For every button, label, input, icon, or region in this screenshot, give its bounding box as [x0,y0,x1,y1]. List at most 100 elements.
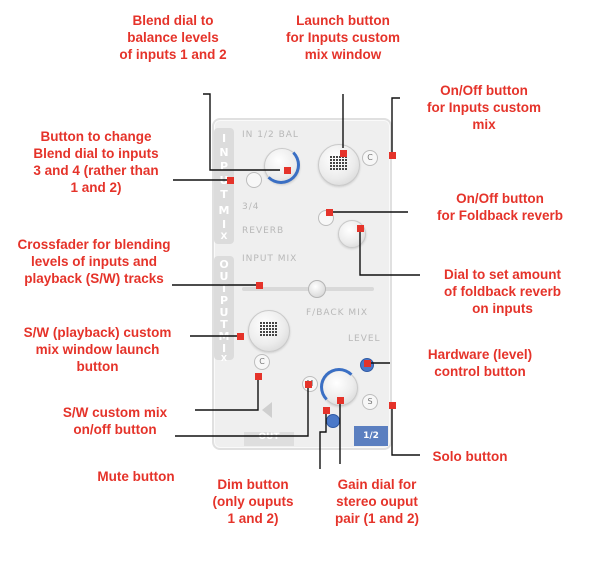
level-label: LEVEL [348,334,381,344]
marker-blend-34 [227,177,234,184]
mixer-panel: I N P U T M I X O U T P U T M I X IN 1/2… [212,118,392,450]
marker-crossfader [256,282,263,289]
input-strip-letter: I [221,218,227,231]
output-strip-letter: U [219,270,229,283]
output-mix-strip: O U T P U T M I X [214,256,234,363]
label-line: button [76,359,119,374]
label-line: playback (S/W) tracks [24,271,164,286]
in-bal-label: IN 1/2 BAL [242,130,299,140]
label-line: on/off button [73,422,157,437]
label-line: Blend dial to inputs [33,146,159,161]
label-blend-dial: Blend dial to balance levels of inputs 1… [108,12,238,63]
label-line: on inputs [472,301,533,316]
label-line: Solo button [432,449,508,464]
label-line: for Inputs custom [286,30,400,45]
input-strip-letter: X [220,232,228,242]
label-line: 1 and 2) [70,180,122,195]
label-line: Button to change [40,129,152,144]
label-line: S/W custom mix [62,405,168,420]
label-reverb-dial: Dial to set amount of foldback reverb on… [420,266,585,317]
marker-solo [389,402,396,409]
marker-gain [337,397,344,404]
sw-mix-onoff-button[interactable]: C [254,354,270,370]
label-mute: Mute button [86,468,186,485]
input-strip-letter: P [219,160,229,173]
marker-hardware [364,360,371,367]
out-tab: OUT [244,432,294,446]
label-sw-launch: S/W (playback) custom mix window launch … [10,324,185,375]
label-launch-inputs: Launch button for Inputs custom mix wind… [263,12,423,63]
input-strip-letter: T [220,188,228,201]
label-solo: Solo button [420,448,520,465]
label-line: of inputs 1 and 2 [119,47,227,62]
dim-button[interactable] [326,414,340,428]
marker-onoff-inputs [389,152,396,159]
label-line: S/W (playback) custom [23,325,172,340]
solo-button[interactable]: S [362,394,378,410]
crossfader-handle[interactable] [308,280,326,298]
label-blend-34: Button to change Blend dial to inputs 3 … [16,128,176,196]
sw-mix-launch-button[interactable] [248,310,290,352]
blend-dial-ring [262,146,300,184]
marker-dim [323,407,330,414]
mix-grid-icon [260,322,277,336]
gain-dial-ring [320,368,358,406]
output-strip-letter: X [220,354,228,363]
label-line: On/Off button [440,83,528,98]
marker-reverb-dial [357,225,364,232]
output-strip-letter: O [219,258,229,271]
label-line: Dim button [217,477,289,492]
input-strip-letter: I [221,132,227,145]
output-pair-tab[interactable]: 1/2 [354,426,388,446]
fback-mix-label: F/BACK MIX [306,308,369,318]
blend-34-button[interactable] [246,172,262,188]
label-sw-onoff: S/W custom mix on/off button [40,404,190,438]
label-line: for Inputs custom [427,100,541,115]
output-strip-letter: T [220,282,228,295]
three-four-label: 3/4 [242,202,260,212]
label-line: 1 and 2) [227,511,279,526]
marker-sw-onoff [255,373,262,380]
marker-launch-inputs [340,150,347,157]
label-gain: Gain dial for stereo ouput pair (1 and 2… [312,476,442,527]
label-line: Crossfader for blending [17,237,171,252]
label-line: mix window launch [35,342,160,357]
input-strip-letter: N [219,146,229,159]
label-line: Gain dial for [337,477,417,492]
label-line: balance levels [127,30,219,45]
label-line: 3 and 4 (rather than [33,163,159,178]
label-line: Hardware (level) [427,347,533,362]
output-strip-letter: T [220,318,228,331]
label-onoff-inputs: On/Off button for Inputs custom mix [404,82,564,133]
label-hardware: Hardware (level) control button [405,346,555,380]
label-line: (only ouputs [212,494,294,509]
output-strip-letter: I [221,342,227,355]
inputs-mix-launch-button[interactable] [318,144,360,186]
reverb-label: REVERB [242,226,285,236]
label-line: stereo ouput [336,494,418,509]
speaker-icon [262,402,272,418]
inputs-mix-onoff-button[interactable]: C [362,150,378,166]
label-line: mix [472,117,496,132]
input-strip-letter: M [218,204,230,217]
label-line: levels of inputs and [30,254,158,269]
label-line: pair (1 and 2) [334,511,420,526]
input-mix-label: INPUT MIX [242,254,298,264]
label-line: Blend dial to [132,13,214,28]
label-line: of foldback reverb [443,284,562,299]
marker-onoff-reverb [326,209,333,216]
label-crossfader: Crossfader for blending levels of inputs… [4,236,184,287]
label-line: Mute button [97,469,175,484]
output-strip-letter: P [219,294,229,307]
marker-mute [305,381,312,388]
label-dim: Dim button (only ouputs 1 and 2) [198,476,308,527]
mix-grid-icon [330,156,347,170]
marker-sw-launch [237,333,244,340]
label-line: Launch button [296,13,390,28]
input-mix-strip: I N P U T M I X [214,128,234,244]
label-line: control button [434,364,526,379]
marker-blend-dial [284,167,291,174]
label-line: for Foldback reverb [436,208,564,223]
label-line: mix window [304,47,382,62]
